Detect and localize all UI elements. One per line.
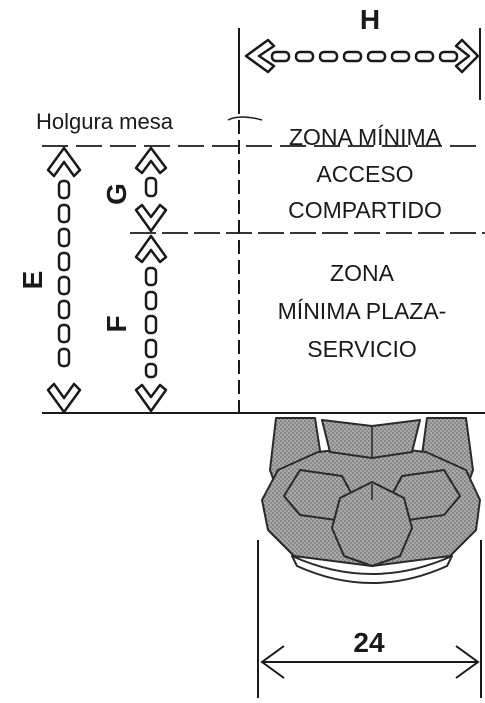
zone-service-line3: SERVICIO [307, 336, 417, 362]
label-h: H [360, 4, 380, 35]
dimension-e [46, 146, 82, 414]
zone-access-line1: ZONA MÍNIMA [289, 124, 442, 150]
clearance-leader [227, 116, 263, 121]
zone-access-line2: ACCESO [316, 161, 413, 187]
seated-person-figure [261, 417, 481, 584]
dimension-f [134, 234, 168, 413]
dimension-g [134, 146, 168, 233]
clearance-label: Holgura mesa [36, 109, 174, 134]
label-f: F [101, 315, 132, 332]
width-value: 24 [353, 627, 385, 658]
dimension-bottom [257, 540, 482, 698]
zone-service-line1: ZONA [330, 260, 395, 286]
dimension-h: H [238, 4, 481, 100]
zone-service-line2: MÍNIMA PLAZA- [278, 298, 447, 324]
zone-service: ZONA MÍNIMA PLAZA- SERVICIO [278, 260, 447, 362]
zone-access-line3: COMPARTIDO [288, 197, 442, 223]
reference-lines [42, 145, 485, 414]
label-e: E [17, 271, 48, 290]
zone-access: ZONA MÍNIMA ACCESO COMPARTIDO [288, 124, 442, 223]
label-g: G [101, 183, 132, 205]
